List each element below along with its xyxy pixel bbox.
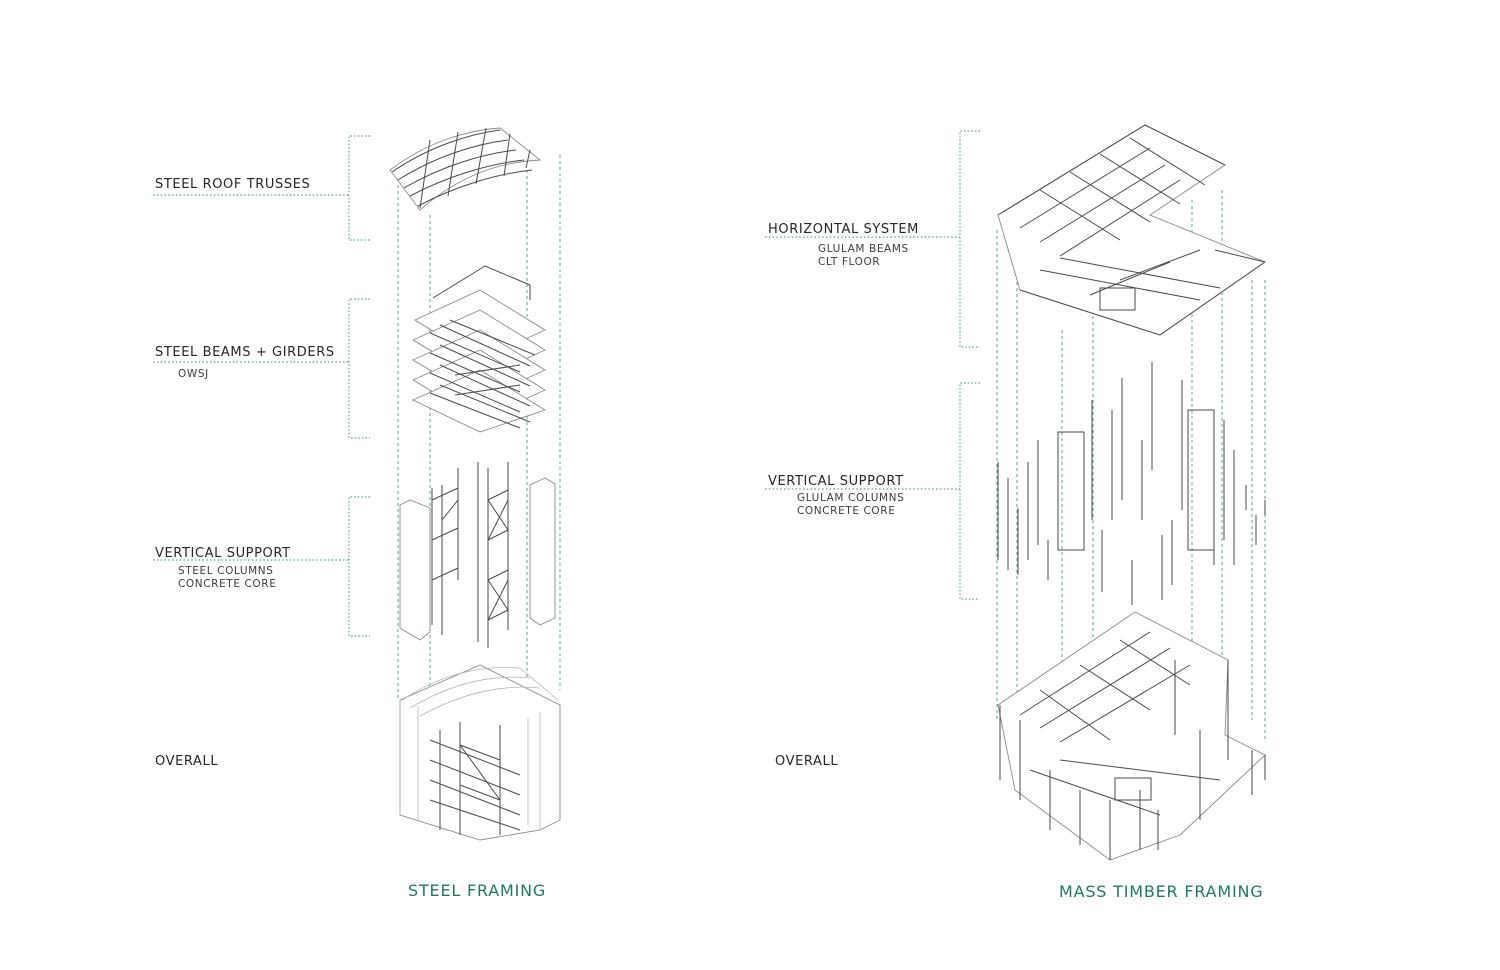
steel-overall-label: OVERALL: [155, 754, 219, 769]
steel-vertical-support-drawing: [399, 462, 556, 648]
steel-beams-label: STEEL BEAMS + GIRDERS: [155, 345, 335, 360]
timber-glulam-beams-label: GLULAM BEAMS: [818, 243, 909, 255]
timber-vertical-sub: GLULAM COLUMNS CONCRETE CORE: [797, 492, 904, 518]
timber-horizontal-system-drawing: [997, 124, 1266, 336]
timber-vertical-support-label: VERTICAL SUPPORT: [768, 474, 904, 489]
steel-beams-drawing: [411, 265, 547, 433]
steel-vertical-sub: STEEL COLUMNS CONCRETE CORE: [178, 565, 276, 591]
timber-horizontal-sub: GLULAM BEAMS CLT FLOOR: [818, 243, 909, 269]
steel-alignment-lines: [397, 155, 561, 730]
steel-owsj-label: OWSJ: [178, 368, 209, 380]
timber-brackets: [765, 130, 980, 600]
timber-overall-label: OVERALL: [775, 754, 839, 769]
steel-roof-trusses-label: STEEL ROOF TRUSSES: [155, 177, 311, 192]
steel-beams-sub: OWSJ: [178, 368, 209, 381]
timber-vertical-support-drawing: [997, 362, 1266, 605]
timber-horizontal-system-label: HORIZONTAL SYSTEM: [768, 222, 919, 237]
steel-framing-caption: STEEL FRAMING: [408, 881, 547, 900]
steel-overall-drawing: [399, 664, 561, 841]
steel-columns-label: STEEL COLUMNS: [178, 565, 274, 577]
mass-timber-framing-caption: MASS TIMBER FRAMING: [1059, 882, 1264, 901]
steel-vertical-support-label: VERTICAL SUPPORT: [155, 546, 291, 561]
steel-roof-trusses-drawing: [389, 127, 542, 211]
steel-concrete-core-label: CONCRETE CORE: [178, 578, 277, 590]
timber-glulam-columns-label: GLULAM COLUMNS: [797, 492, 905, 504]
steel-brackets: [153, 135, 370, 637]
timber-concrete-core-label: CONCRETE CORE: [797, 505, 896, 517]
timber-clt-floor-label: CLT FLOOR: [818, 256, 881, 268]
timber-overall-drawing: [997, 611, 1266, 861]
